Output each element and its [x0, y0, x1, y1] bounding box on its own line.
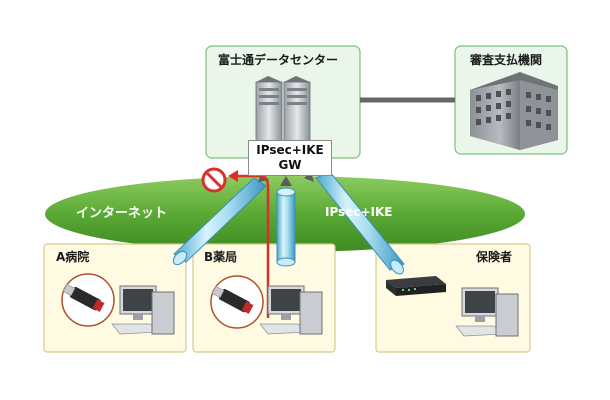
blocked-path-arrowhead — [228, 170, 238, 182]
gateway-protocol-label: IPsec+IKE — [256, 143, 324, 157]
office-building-icon — [470, 72, 558, 150]
insurer-panel — [375, 243, 531, 353]
usb-memory-icon — [61, 273, 115, 327]
site-b-pharmacy-label: B薬局 — [204, 250, 238, 264]
desktop-pc-icon — [455, 287, 519, 337]
site-insurer-label: 保険者 — [476, 250, 513, 264]
internet-label: インターネット — [76, 206, 168, 221]
server-rack-icon — [255, 76, 311, 148]
tunnel-protocol-label: IPsec+IKE — [325, 205, 393, 219]
payment-agency-label: 審査支払機関 — [470, 53, 543, 67]
desktop-pc-icon — [111, 285, 175, 335]
gateway-gw-label: GW — [278, 158, 302, 172]
prohibited-icon — [201, 167, 227, 193]
usb-memory-icon — [210, 275, 264, 329]
datacenter-label: 富士通データセンター — [218, 53, 339, 67]
desktop-pc-icon — [259, 285, 323, 335]
gateway-box: IPsec+IKE GW — [248, 140, 332, 176]
ipsec-tunnel-a — [172, 177, 267, 266]
network-router-icon — [386, 276, 446, 296]
site-a-hospital-label: A病院 — [56, 250, 90, 264]
blocked-path-line — [236, 174, 270, 318]
ipsec-tunnel-b — [276, 187, 296, 267]
ipsec-tunnel-insurer — [315, 171, 405, 275]
